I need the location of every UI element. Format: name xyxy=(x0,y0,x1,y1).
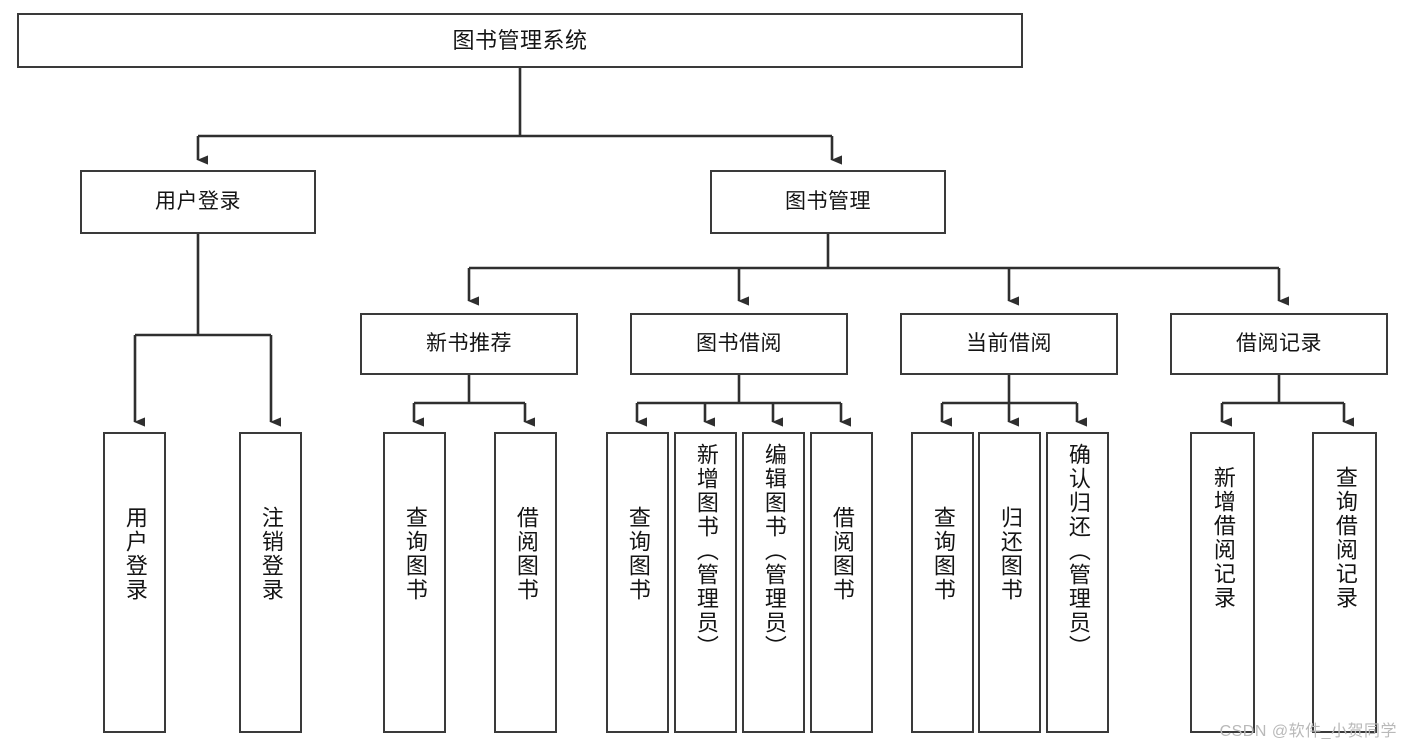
node-current-borrow[interactable]: 当前借阅 xyxy=(900,313,1118,375)
csdn-watermark: CSDN @软件_小贺同学 xyxy=(1219,723,1397,740)
node-label: 图书管理系统 xyxy=(452,27,588,53)
node-label: 借阅记录 xyxy=(1236,331,1322,355)
node-label: 新书推荐 xyxy=(426,331,512,355)
node-label: 确认归还（管理员） xyxy=(1065,443,1091,659)
node-label: 图书借阅 xyxy=(696,331,782,355)
node-label: 借阅图书 xyxy=(829,506,855,602)
leaf-borrow-book[interactable]: 借阅图书 xyxy=(810,432,873,733)
leaf-edit-book-admin[interactable]: 编辑图书（管理员） xyxy=(742,432,805,733)
node-label: 查询借阅记录 xyxy=(1332,466,1358,610)
leaf-add-book-admin[interactable]: 新增图书（管理员） xyxy=(674,432,737,733)
leaf-query-book-current[interactable]: 查询图书 xyxy=(911,432,974,733)
leaf-query-borrow-record[interactable]: 查询借阅记录 xyxy=(1312,432,1377,733)
node-label: 用户登录 xyxy=(155,189,241,213)
node-label: 编辑图书（管理员） xyxy=(761,443,787,659)
leaf-borrow-book-recommend[interactable]: 借阅图书 xyxy=(494,432,557,733)
leaf-confirm-return-admin[interactable]: 确认归还（管理员） xyxy=(1046,432,1109,733)
node-label: 图书管理 xyxy=(785,189,871,213)
leaf-query-book-borrow[interactable]: 查询图书 xyxy=(606,432,669,733)
node-borrow-record[interactable]: 借阅记录 xyxy=(1170,313,1388,375)
leaf-query-book-recommend[interactable]: 查询图书 xyxy=(383,432,446,733)
node-label: 查询图书 xyxy=(402,506,428,602)
node-label: 新增借阅记录 xyxy=(1210,466,1236,610)
node-label: 查询图书 xyxy=(930,506,956,602)
node-user-login[interactable]: 用户登录 xyxy=(80,170,316,234)
leaf-logout[interactable]: 注销登录 xyxy=(239,432,302,733)
node-label: 新增图书（管理员） xyxy=(693,443,719,659)
leaf-user-login[interactable]: 用户登录 xyxy=(103,432,166,733)
node-label: 查询图书 xyxy=(625,506,651,602)
node-label: 当前借阅 xyxy=(966,331,1052,355)
node-new-book-recommend[interactable]: 新书推荐 xyxy=(360,313,578,375)
node-book-borrow[interactable]: 图书借阅 xyxy=(630,313,848,375)
node-label: 借阅图书 xyxy=(513,506,539,602)
node-book-manage[interactable]: 图书管理 xyxy=(710,170,946,234)
leaf-return-book[interactable]: 归还图书 xyxy=(978,432,1041,733)
node-label: 用户登录 xyxy=(122,506,148,602)
leaf-add-borrow-record[interactable]: 新增借阅记录 xyxy=(1190,432,1255,733)
node-root-book-management-system[interactable]: 图书管理系统 xyxy=(17,13,1023,68)
node-label: 归还图书 xyxy=(997,506,1023,602)
node-label: 注销登录 xyxy=(258,506,284,602)
